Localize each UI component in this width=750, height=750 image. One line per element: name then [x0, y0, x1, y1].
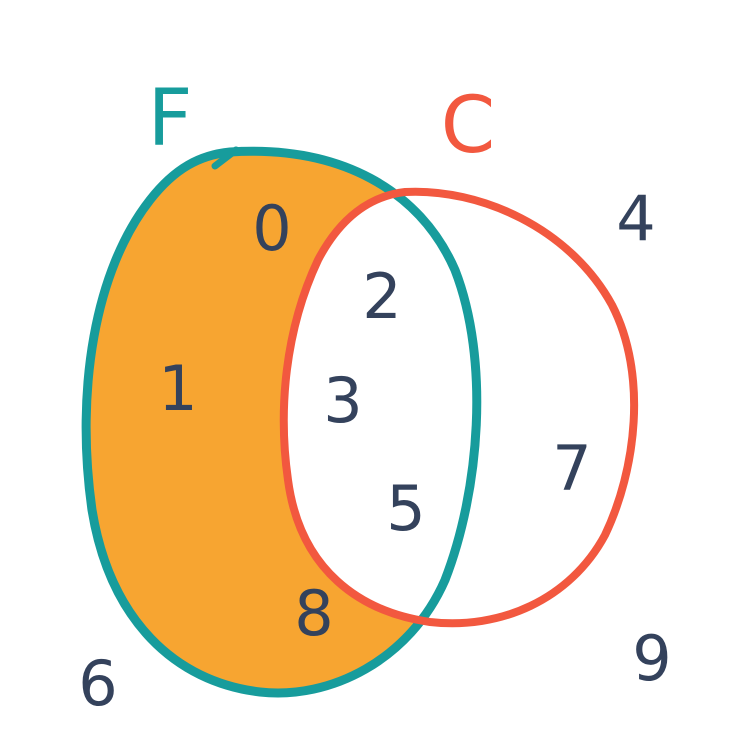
element-f-and-c: 2 — [362, 260, 401, 333]
element-f-and-c: 5 — [386, 472, 425, 545]
set-f-outline-tick — [211, 146, 240, 170]
element-f-only: 8 — [294, 577, 333, 650]
element-f-and-c: 3 — [323, 364, 362, 437]
set-f-outline — [81, 146, 482, 698]
element-f-only: 0 — [252, 192, 291, 265]
c-mask — [283, 191, 477, 624]
element-outside: 6 — [78, 647, 117, 720]
element-outside: 4 — [616, 182, 655, 255]
set-c-outline — [279, 187, 639, 628]
set-c-label: C — [441, 81, 495, 171]
element-c-only: 7 — [552, 432, 591, 505]
set-f-label: F — [148, 74, 193, 164]
element-f-only: 1 — [158, 352, 197, 425]
element-outside: 9 — [632, 622, 671, 695]
